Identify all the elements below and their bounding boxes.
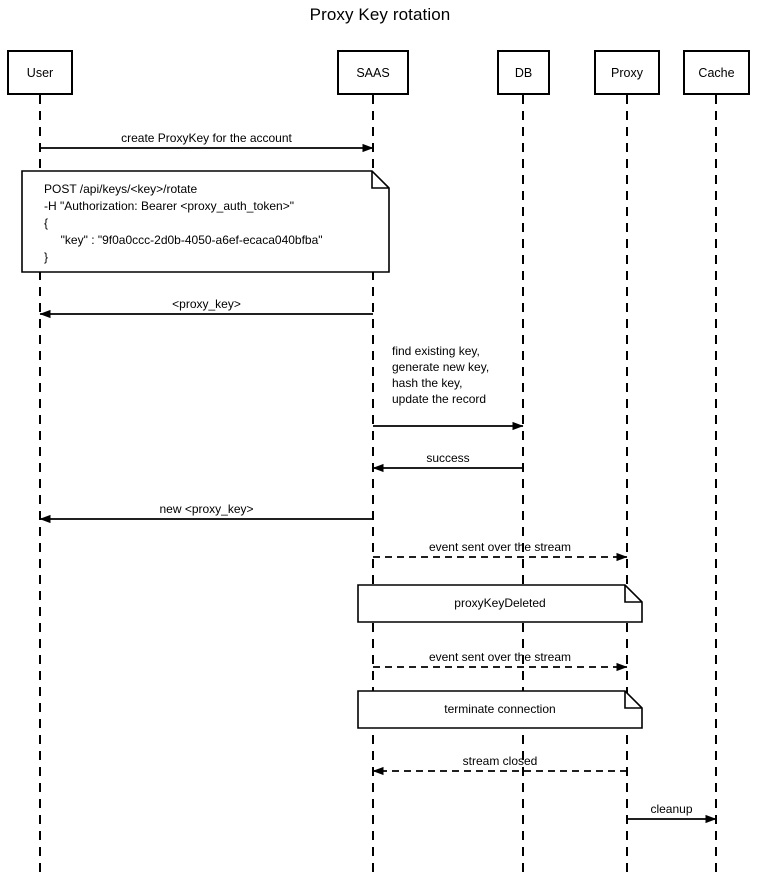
message-label-m8: stream closed [462,754,538,768]
note-line: -H "Authorization: Bearer <proxy_auth_to… [44,199,294,213]
note-text-request-note: POST /api/keys/<key>/rotate -H "Authoriza… [44,181,323,266]
participant-label: Cache [698,65,735,80]
note-text-proxykeydeleted-note: proxyKeyDeleted [358,595,642,612]
participant-user[interactable]: User [7,50,73,95]
note-body-request-note [21,170,390,273]
participant-db[interactable]: DB [497,50,550,95]
participant-label: Proxy [611,65,643,80]
participant-label: SAAS [356,65,390,80]
message-label-m7: event sent over the stream [428,650,572,664]
note-line: } [44,250,49,264]
note-body-terminate-connection-note [357,690,643,729]
message-label-m5: new <proxy_key> [159,502,254,516]
activity-note-line: generate new key, [392,360,490,374]
participant-proxy[interactable]: Proxy [594,50,660,95]
page-title: Proxy Key rotation [309,5,451,24]
message-label-m1: create ProxyKey for the account [121,131,292,145]
lifelines-group [39,95,717,873]
activity-note-a1: find existing key, generate new key, hash … [392,343,489,407]
activity-note-line: find existing key, [392,344,480,358]
activity-note-line: hash the key, [392,376,463,390]
activity-note-line: update the record [392,392,487,406]
note-fold-corner-request-note [371,171,389,189]
note-line: POST /api/keys/<key>/rotate [44,182,198,196]
message-label-m4: success [426,451,470,465]
note-text-terminate-connection-note: terminate connection [358,701,642,718]
note-fold-corner-proxykeydeleted-note [624,585,642,603]
participant-label: User [26,65,54,80]
note-line: terminate connection [444,702,556,716]
participant-cache[interactable]: Cache [683,50,750,95]
messages-group [39,143,717,824]
note-shapes-group [21,170,643,729]
note-body-proxykeydeleted-note [357,584,643,623]
note-line: { [44,216,49,230]
note-line: "key" : "9f0a0ccc-2d0b-4050-a6ef-ecaca04… [44,233,323,247]
note-line: proxyKeyDeleted [454,596,546,610]
message-label-m6: event sent over the stream [428,540,572,554]
note-fold-corner-terminate-connection-note [624,691,642,709]
participant-label: DB [514,65,533,80]
participant-saas[interactable]: SAAS [337,50,409,95]
message-label-m2: <proxy_key> [172,297,241,311]
message-label-m9: cleanup [650,802,693,816]
